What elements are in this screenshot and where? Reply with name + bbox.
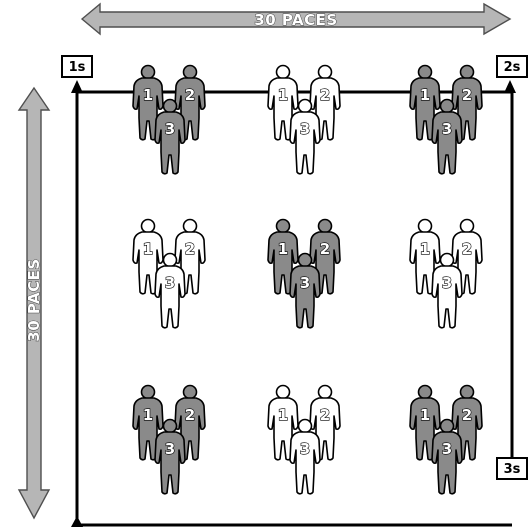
- person-number: 1: [278, 406, 288, 424]
- formation-group: 1 23: [268, 66, 340, 174]
- person-number: 2: [462, 86, 472, 104]
- person-number: 2: [320, 406, 330, 424]
- width-arrow-label: 30 PACES: [254, 11, 337, 29]
- person-number: 2: [185, 86, 195, 104]
- corner-label-3s: 3s: [497, 458, 527, 479]
- height-arrow: 30 PACES: [19, 88, 49, 518]
- formation-group: 1 23: [410, 220, 482, 328]
- person-number: 3: [300, 440, 310, 458]
- formation-group: 1 23: [133, 66, 205, 174]
- person-head: [419, 386, 432, 399]
- person-head: [142, 220, 155, 233]
- person-number: 3: [300, 120, 310, 138]
- person-number: 1: [420, 406, 430, 424]
- person-head: [142, 386, 155, 399]
- person-number: 3: [165, 274, 175, 292]
- person-head: [441, 100, 454, 113]
- person-head: [299, 254, 312, 267]
- person-number: 3: [165, 440, 175, 458]
- person-number: 3: [165, 120, 175, 138]
- person-number: 2: [462, 406, 472, 424]
- person-head: [299, 100, 312, 113]
- person-number: 2: [320, 86, 330, 104]
- person-head: [461, 386, 474, 399]
- width-arrow: 30 PACES: [82, 4, 510, 34]
- person-number: 1: [143, 406, 153, 424]
- person-head: [441, 420, 454, 433]
- person-number: 1: [278, 240, 288, 258]
- person-head: [164, 100, 177, 113]
- person-head: [299, 420, 312, 433]
- person-head: [461, 220, 474, 233]
- person-number: 1: [420, 86, 430, 104]
- person-head: [319, 220, 332, 233]
- person-number: 3: [442, 274, 452, 292]
- formation-group: 1 23: [410, 66, 482, 174]
- corner-label-text: 3s: [504, 462, 521, 477]
- person-head: [142, 66, 155, 79]
- person-number: 1: [143, 86, 153, 104]
- person-number: 3: [442, 120, 452, 138]
- person-number: 3: [300, 274, 310, 292]
- person-head: [419, 66, 432, 79]
- person-number: 2: [320, 240, 330, 258]
- corner-label-text: 2s: [504, 60, 521, 75]
- person-number: 3: [442, 440, 452, 458]
- person-number: 2: [185, 406, 195, 424]
- person-head: [277, 220, 290, 233]
- corner-label-1s: 1s: [62, 56, 92, 77]
- person-head: [164, 254, 177, 267]
- person-head: [184, 66, 197, 79]
- person-number: 2: [185, 240, 195, 258]
- corner-marker-top-right: [504, 80, 516, 93]
- person-head: [277, 386, 290, 399]
- person-number: 2: [462, 240, 472, 258]
- person-number: 1: [143, 240, 153, 258]
- person-head: [184, 386, 197, 399]
- person-head: [461, 66, 474, 79]
- corner-marker-top-left: [71, 80, 83, 93]
- formation-group: 1 23: [268, 220, 340, 328]
- corner-label-text: 1s: [69, 60, 86, 75]
- height-arrow-label: 30 PACES: [25, 258, 43, 341]
- person-head: [319, 386, 332, 399]
- person-number: 1: [420, 240, 430, 258]
- person-number: 1: [278, 86, 288, 104]
- formation-group: 1 23: [133, 220, 205, 328]
- corner-label-2s: 2s: [497, 56, 527, 77]
- formation-group: 1 23: [133, 386, 205, 494]
- person-head: [319, 66, 332, 79]
- corner-marker-bottom-left: [71, 516, 83, 527]
- formation-group: 1 23: [268, 386, 340, 494]
- person-head: [419, 220, 432, 233]
- person-head: [441, 254, 454, 267]
- person-head: [184, 220, 197, 233]
- person-head: [164, 420, 177, 433]
- person-head: [277, 66, 290, 79]
- formation-group: 1 23: [410, 386, 482, 494]
